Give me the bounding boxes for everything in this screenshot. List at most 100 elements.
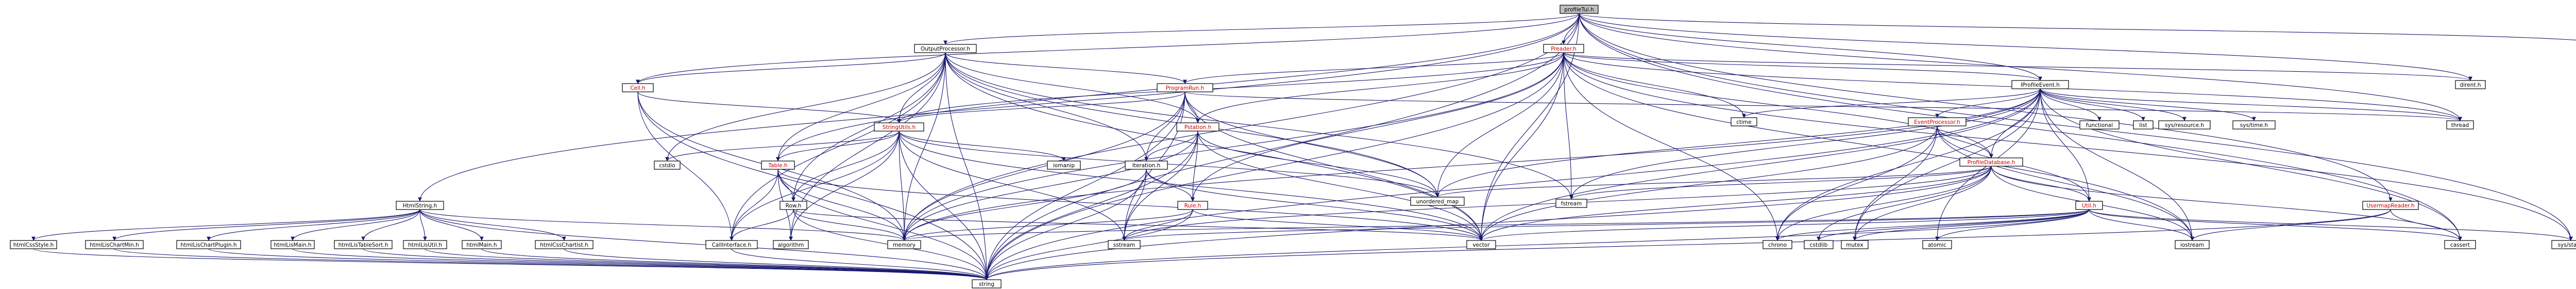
- node-label: cstdlib: [1810, 242, 1828, 248]
- node-sstream: sstream: [1108, 240, 1141, 249]
- edge-stringutils-h-to-memory: [899, 131, 906, 241]
- node-label: iomanip: [1053, 163, 1075, 169]
- node-fstream: fstream: [1555, 199, 1587, 208]
- edge-htmlstring-h-to-htmllisutil-h: [419, 209, 427, 241]
- edge-usermapreader-h-to-string: [985, 209, 2391, 280]
- edge-stringutils-h-to-table-h: [776, 131, 900, 162]
- edge-profiletui-h-to-vector: [1479, 13, 1580, 241]
- node-box: [2175, 240, 2210, 249]
- node-label: functional: [2086, 122, 2113, 129]
- edge-row-h-to-vector: [793, 209, 1483, 241]
- node-label: sys/time.h: [2240, 122, 2268, 129]
- node-htmlstring-h: HtmlString.h: [396, 201, 444, 210]
- node-util-h[interactable]: Util.h: [2075, 201, 2103, 210]
- node-label: Pstation.h: [1184, 124, 1211, 131]
- node-box: [1959, 157, 2023, 167]
- node-unordered-map: unordered_map: [1410, 197, 1465, 206]
- node-usermapreader-h[interactable]: UsermapReader.h: [2362, 201, 2419, 210]
- node-label: sys/stat.h: [2558, 242, 2576, 248]
- edge-preader-h-to-vector: [1479, 52, 1564, 241]
- edge-stringutils-h-to-string: [899, 131, 989, 280]
- node-box: [1908, 117, 1967, 126]
- edge-htmlstring-h-to-htmlcsschartist-h: [419, 209, 566, 241]
- edge-row-h-to-callinterface-h: [730, 209, 794, 241]
- edge-profiletui-h-to-iprofileevent-h: [1579, 13, 2042, 81]
- edge-preader-h-to-pstation-h: [1196, 52, 1564, 123]
- node-box: [1762, 240, 1792, 249]
- node-cell-h[interactable]: Cell.h: [622, 83, 654, 92]
- node-eventprocessor-h[interactable]: EventProcessor.h: [1908, 117, 1967, 126]
- node-box: [779, 201, 807, 210]
- edge-stringutils-h-to-vector: [899, 131, 1483, 241]
- node-box: [10, 240, 57, 249]
- node-box: [85, 240, 144, 249]
- node-profiletui-h: profileTui.h: [1560, 5, 1599, 14]
- edge-htmllismain-h-to-string: [292, 248, 989, 280]
- node-label: htmlLisMain.h: [274, 242, 311, 248]
- edge-outputprocessor-h-to-cstdio: [665, 52, 946, 162]
- node-label: Row.h: [786, 203, 802, 209]
- node-htmllismain-h: htmlLisMain.h: [270, 240, 315, 249]
- edge-outputprocessor-h-to-string: [945, 52, 989, 280]
- node-box: [914, 44, 977, 53]
- node-box: [654, 160, 681, 170]
- node-label: sys/resource.h: [2165, 122, 2204, 129]
- edge-iprofileevent-h-to-eventprocessor-h: [1935, 88, 2041, 118]
- edge-preader-h-to-iostream: [1563, 52, 2194, 241]
- node-label: ProgramRun.h: [1166, 85, 1204, 91]
- node-htmlcssstyle-h: htmlCssStyle.h: [10, 240, 57, 249]
- node-label: IProfileEvent.h: [2021, 82, 2060, 88]
- edge-iteration-h-to-rule-h: [1146, 169, 1195, 202]
- edge-profiletui-h-to-sys-stat-h: [1579, 13, 2573, 241]
- edge-outputprocessor-h-to-iteration-h: [945, 52, 1148, 162]
- node-profiledatabase-h[interactable]: ProfileDatabase.h: [1959, 157, 2023, 167]
- node-label: thread: [2451, 122, 2469, 129]
- edge-util-h-to-string: [985, 209, 2090, 280]
- edge-profiletui-h-to-thread: [1579, 13, 2462, 121]
- edge-htmlstring-h-to-htmllistablesort-h: [361, 209, 420, 241]
- edge-htmlstring-h-to-htmlmain-h: [419, 209, 484, 241]
- edge-outputprocessor-h-to-cell-h: [636, 52, 946, 84]
- edge-outputprocessor-h-to-stringutils-h: [897, 52, 946, 123]
- edge-pstation-h-to-unordered-map: [1197, 131, 1439, 198]
- edge-programrun-h-to-string: [985, 91, 1185, 280]
- edge-profiletui-h-to-htmlstring-h: [418, 13, 1580, 202]
- edge-programrun-h-to-unordered-map: [1184, 91, 1439, 198]
- node-programrun-h[interactable]: ProgramRun.h: [1157, 83, 1213, 92]
- node-label: htmlMain.h: [467, 242, 497, 248]
- edge-pstation-h-to-string: [985, 131, 1198, 280]
- node-preader-h[interactable]: Preader.h: [1543, 44, 1584, 53]
- edge-htmlstring-h-to-memory: [419, 209, 906, 241]
- edge-util-h-to-mutex: [1853, 209, 2090, 241]
- edge-stringutils-h-to-iomanip: [899, 131, 1066, 162]
- node-box: [1560, 5, 1599, 14]
- node-box: [1410, 197, 1465, 206]
- node-label: Preader.h: [1551, 46, 1577, 52]
- node-rule-h[interactable]: Rule.h: [1177, 201, 1208, 210]
- node-box: [1804, 240, 1834, 249]
- node-stringutils-h[interactable]: StringUtils.h: [874, 122, 924, 132]
- edge-iteration-h-to-string: [985, 169, 1147, 280]
- edge-iprofileevent-h-to-fstream: [1569, 88, 2041, 200]
- edge-iprofileevent-h-to-memory: [902, 88, 2041, 241]
- edge-htmllischartmin-h-to-string: [114, 248, 989, 280]
- node-label: vector: [1472, 242, 1490, 248]
- node-box: [1555, 199, 1587, 208]
- node-label: ctime: [1736, 119, 1752, 125]
- node-label: htmlLisChartPlugin.h: [180, 242, 236, 248]
- node-htmlcsschartist-h: htmlCssChartist.h: [535, 240, 594, 249]
- node-iteration-h: Iteration.h: [1125, 160, 1168, 170]
- node-pstation-h[interactable]: Pstation.h: [1176, 122, 1219, 132]
- node-htmllistablesort-h: htmlLisTableSort.h: [334, 240, 393, 249]
- edge-iprofileevent-h-to-util-h: [2040, 88, 2091, 202]
- node-box: [2444, 240, 2476, 249]
- node-label: profileTui.h: [1564, 7, 1594, 13]
- node-box: [535, 240, 594, 249]
- node-algorithm: algorithm: [773, 240, 809, 249]
- edge-outputprocessor-h-to-memory: [902, 52, 946, 241]
- node-box: [622, 83, 654, 92]
- node-table-h[interactable]: Table.h: [761, 160, 795, 170]
- node-string: string: [972, 279, 1002, 288]
- edge-profiletui-h-to-cassert: [1579, 13, 2462, 241]
- edge-iteration-h-to-memory: [902, 169, 1147, 241]
